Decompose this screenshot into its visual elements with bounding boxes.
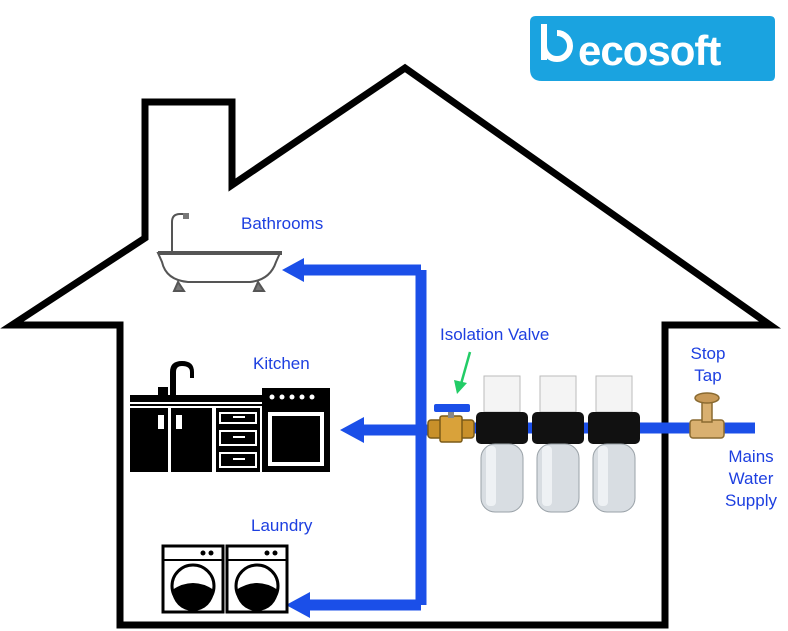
label-mains-water-supply: Mains Water Supply [716, 446, 786, 512]
label-stop-tap-line2: Tap [694, 366, 722, 385]
pipe-arrowheads [282, 258, 364, 618]
arrow-bathrooms [282, 258, 304, 282]
washing-machine-icon [161, 544, 225, 614]
washing-machine-icon [225, 544, 289, 614]
brand-logo [530, 16, 775, 81]
logo-wordmark: ecosoft [578, 27, 721, 74]
arrow-laundry [286, 592, 310, 618]
label-stop-tap-line1: Stop [690, 344, 726, 363]
isolation-valve-pointer [454, 351, 472, 394]
label-isolation-valve: Isolation Valve [440, 325, 550, 344]
logo-mark-icon [541, 24, 573, 62]
label-mains-line3: Supply [725, 491, 777, 510]
filter-housing-icon [532, 375, 584, 513]
filter-housing-icon [588, 375, 640, 513]
arrow-kitchen [340, 417, 364, 443]
label-mains-line1: Mains [728, 447, 774, 466]
filter-housing-icon [476, 375, 528, 513]
pipe-network [302, 264, 755, 611]
house-outline [0, 63, 782, 629]
label-mains-line2: Water [728, 469, 774, 488]
label-stop-tap: Stop Tap [684, 343, 732, 387]
stop-tap-icon [689, 392, 725, 439]
kitchen-icon [130, 361, 330, 472]
label-bathrooms: Bathrooms [241, 214, 324, 233]
label-kitchen: Kitchen [253, 354, 310, 373]
label-laundry: Laundry [251, 516, 313, 535]
bathtub-icon [156, 213, 282, 292]
ball-valve-icon [427, 404, 475, 443]
